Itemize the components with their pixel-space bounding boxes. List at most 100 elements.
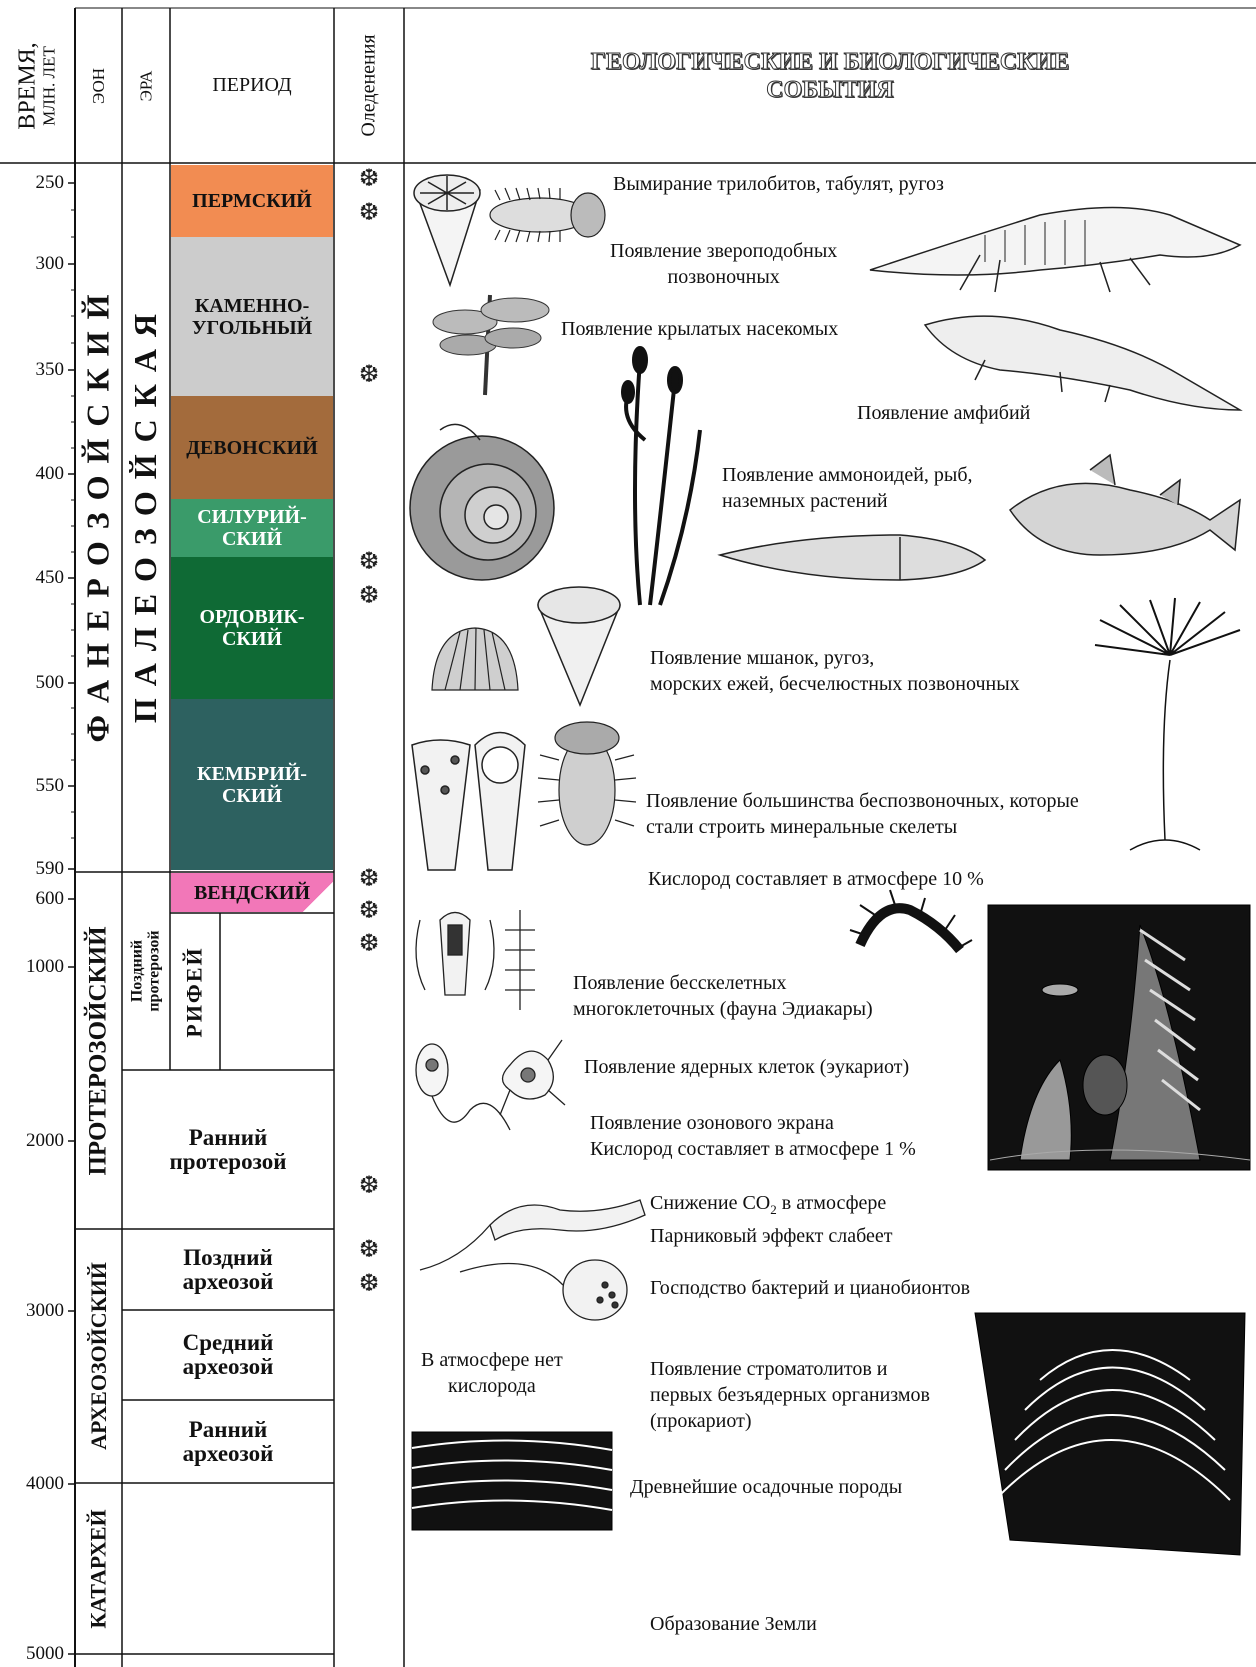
era-header-label: ЭРА bbox=[136, 70, 156, 101]
event-synapsids: Появление звероподобных позвоночных bbox=[610, 238, 837, 290]
period-ordovician-line1: ОРДОВИК- bbox=[199, 606, 304, 628]
tick-350: 350 bbox=[2, 359, 64, 381]
amphibian-illustration bbox=[925, 316, 1240, 410]
era-early-proterozoic-line1: Ранний bbox=[170, 1126, 287, 1150]
dragonfly-illustration bbox=[433, 295, 549, 395]
event-stromatolites-line3: (прокариот) bbox=[650, 1408, 930, 1434]
era-early-archean: Ранний археозой bbox=[122, 1400, 334, 1483]
glaciation-header-label: Оледенения bbox=[358, 34, 381, 136]
period-carboniferous-line1: КАМЕННО- bbox=[192, 295, 312, 317]
eon-archean-label: АРХЕОЗОЙСКИЙ bbox=[86, 1262, 112, 1450]
snowflake-icon: ❆ bbox=[354, 899, 384, 923]
era-middle-archean-line1: Средний bbox=[183, 1331, 274, 1355]
event-co2-line1: Снижение CO bbox=[650, 1192, 770, 1214]
sedimentary-rock-illustration bbox=[412, 1432, 612, 1530]
event-bryozoans-line2: морских ежей, бесчелюстных позвоночных bbox=[650, 671, 1020, 697]
tick-600: 600 bbox=[2, 888, 64, 910]
period-carboniferous: КАМЕННО- УГОЛЬНЫЙ bbox=[171, 237, 333, 396]
event-ozone-line1: Появление озонового экрана bbox=[590, 1110, 916, 1136]
time-header: ВРЕМЯ, МЛН. ЛЕТ bbox=[0, 8, 75, 163]
glaciation-header: Оледенения bbox=[334, 8, 404, 163]
snowflake-icon: ❆ bbox=[354, 363, 384, 387]
era-late-archean: Поздний археозой bbox=[122, 1229, 334, 1310]
event-stromatolites-line2: первых безъядерных организмов bbox=[650, 1382, 930, 1408]
period-silurian: СИЛУРИЙ- СКИЙ bbox=[171, 499, 333, 557]
event-bacteria: Господство бактерий и цианобионтов bbox=[650, 1275, 970, 1301]
event-ozone-line2: Кислород составляет в атмосфере 1 % bbox=[590, 1136, 916, 1162]
event-co2-line2: Парниковый эффект слабеет bbox=[650, 1223, 893, 1249]
event-stromatolites-line1: Появление строматолитов и bbox=[650, 1356, 930, 1382]
snowflake-icon: ❆ bbox=[354, 1174, 384, 1198]
eon-proterozoic: ПРОТЕРОЗОЙСКИЙ bbox=[75, 872, 122, 1229]
stromatolite-illustration bbox=[975, 1313, 1245, 1555]
period-header-label: ПЕРИОД bbox=[212, 74, 291, 97]
event-amphibians: Появление амфибий bbox=[857, 400, 1030, 426]
era-paleozoic: П А Л Е О З О Й С К А Я bbox=[122, 163, 170, 872]
lobe-finned-fish-illustration bbox=[1010, 455, 1240, 555]
period-header: ПЕРИОД bbox=[170, 8, 334, 163]
snowflake-icon: ❆ bbox=[354, 867, 384, 891]
event-no-oxygen-line2: кислорода bbox=[421, 1373, 563, 1399]
event-no-oxygen: В атмосфере нет кислорода bbox=[421, 1347, 563, 1399]
archaeocyath-illustration bbox=[412, 733, 525, 871]
snowflake-icon: ❆ bbox=[354, 550, 384, 574]
era-middle-archean-line2: археозой bbox=[183, 1355, 274, 1379]
event-ammonoids-line2: наземных растений bbox=[722, 488, 973, 514]
event-no-oxygen-line1: В атмосфере нет bbox=[421, 1347, 563, 1373]
eon-phanerozoic: Ф А Н Е Р О З О Й С К И Й bbox=[75, 163, 122, 872]
period-cambrian-line2: СКИЙ bbox=[197, 785, 307, 807]
ediacara-fauna-illustration bbox=[416, 910, 535, 1010]
era-paleozoic-label: П А Л Е О З О Й С К А Я bbox=[128, 312, 165, 723]
event-invertebrates-line2: стали строить минеральные скелеты bbox=[646, 814, 1079, 840]
tick-4000: 4000 bbox=[2, 1473, 64, 1495]
eon-header-label: ЭОН bbox=[88, 68, 108, 104]
eon-katarchean: КАТАРХЕЙ bbox=[75, 1483, 122, 1654]
period-cambrian-line1: КЕМБРИЙ- bbox=[197, 763, 307, 785]
events-header-line2: СОБЫТИЯ bbox=[591, 76, 1069, 104]
eukaryote-cells-illustration bbox=[416, 1040, 565, 1130]
event-ediacara-line2: многоклеточных (фауна Эдиакары) bbox=[573, 996, 873, 1022]
period-permian: ПЕРМСКИЙ bbox=[171, 165, 333, 237]
eon-archean: АРХЕОЗОЙСКИЙ bbox=[75, 1229, 122, 1483]
event-extinction: Вымирание трилобитов, табулят, ругоз bbox=[613, 171, 944, 197]
tick-450: 450 bbox=[2, 567, 64, 589]
period-vendian-label: ВЕНДСКИЙ bbox=[194, 882, 310, 904]
period-ordovician-line2: СКИЙ bbox=[199, 628, 304, 650]
eon-katarchean-label: КАТАРХЕЙ bbox=[86, 1509, 112, 1628]
event-ediacara: Появление бесскелетных многоклеточных (ф… bbox=[573, 970, 873, 1022]
tick-590: 590 bbox=[2, 858, 64, 880]
ediacara-seafloor-panel bbox=[988, 905, 1250, 1170]
events-header: ГЕОЛОГИЧЕСКИЕ И БИОЛОГИЧЕСКИЕ СОБЫТИЯ bbox=[404, 8, 1256, 163]
era-late-proterozoic-line2: протерозой bbox=[146, 930, 163, 1011]
snowflake-icon: ❆ bbox=[354, 1272, 384, 1296]
tick-300: 300 bbox=[2, 253, 64, 275]
event-synapsids-line1: Появление звероподобных bbox=[610, 238, 837, 264]
tick-500: 500 bbox=[2, 672, 64, 694]
crinoid-illustration bbox=[1095, 598, 1240, 850]
tick-2000: 2000 bbox=[2, 1130, 64, 1152]
psilophyte-plant-illustration bbox=[623, 348, 700, 605]
tick-550: 550 bbox=[2, 775, 64, 797]
tick-3000: 3000 bbox=[2, 1300, 64, 1322]
era-riphean: РИФЕЙ bbox=[170, 913, 220, 1070]
event-ozone: Появление озонового экрана Кислород сост… bbox=[590, 1110, 916, 1162]
period-silurian-line2: СКИЙ bbox=[197, 528, 307, 550]
event-stromatolites: Появление строматолитов и первых безъяде… bbox=[650, 1356, 930, 1434]
period-cambrian: КЕМБРИЙ- СКИЙ bbox=[171, 699, 333, 870]
rugose-coral-illustration bbox=[414, 175, 480, 285]
period-devonian-label: ДЕВОНСКИЙ bbox=[186, 437, 318, 459]
reptile-skeleton-illustration bbox=[870, 208, 1240, 293]
era-late-proterozoic-line1: Поздний bbox=[129, 930, 146, 1011]
tick-250: 250 bbox=[2, 172, 64, 194]
event-earth-formation: Образование Земли bbox=[650, 1611, 817, 1637]
snowflake-icon: ❆ bbox=[354, 932, 384, 956]
era-early-archean-line2: археозой bbox=[183, 1442, 274, 1466]
trilobite-illustration bbox=[490, 188, 605, 242]
event-invertebrates-line1: Появление большинства беспозвоночных, ко… bbox=[646, 788, 1079, 814]
eon-phanerozoic-label: Ф А Н Е Р О З О Й С К И Й bbox=[80, 292, 117, 742]
era-late-archean-line2: археозой bbox=[183, 1270, 274, 1294]
events-header-line1: ГЕОЛОГИЧЕСКИЕ И БИОЛОГИЧЕСКИЕ bbox=[591, 48, 1069, 76]
snowflake-icon: ❆ bbox=[354, 167, 384, 191]
event-invertebrates: Появление большинства беспозвоночных, ко… bbox=[646, 788, 1079, 840]
